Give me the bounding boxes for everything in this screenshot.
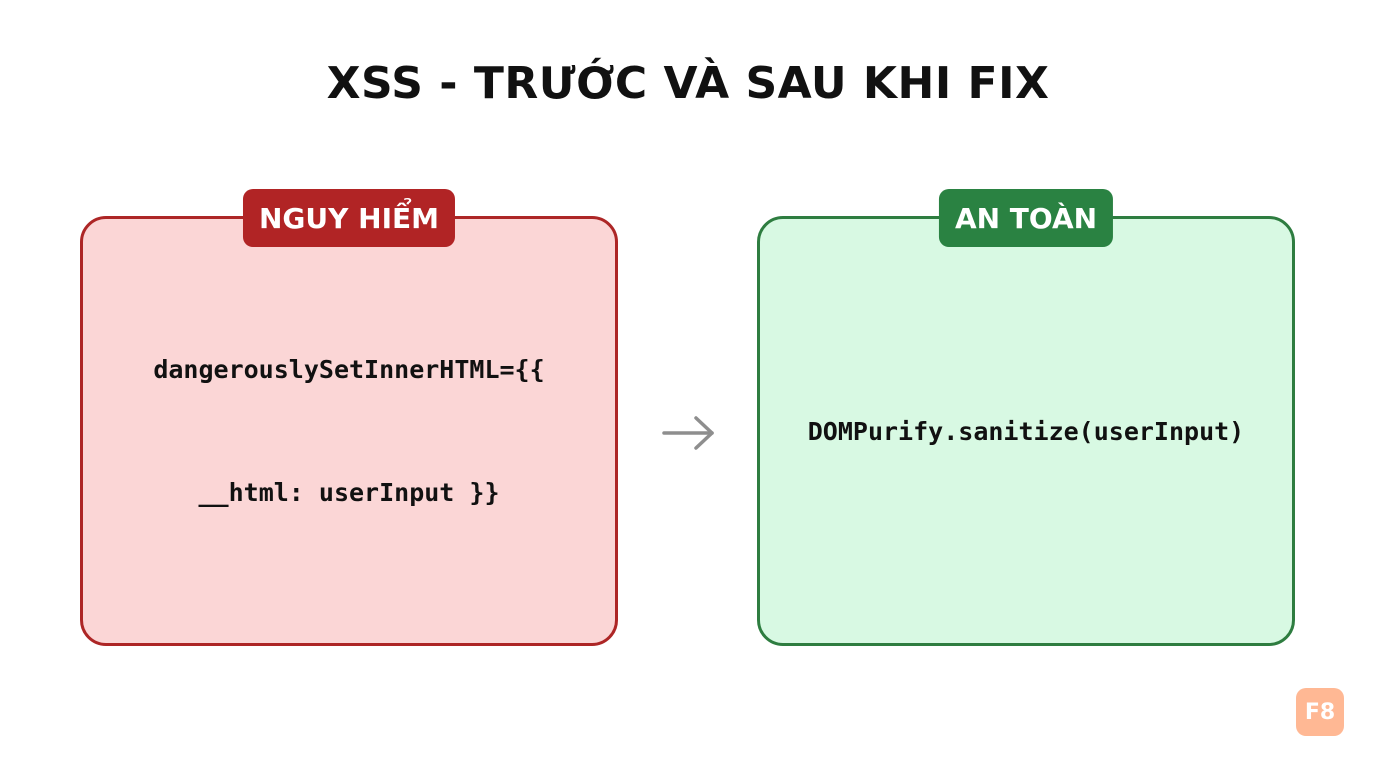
safe-badge: AN TOÀN <box>938 189 1114 247</box>
page-title: XSS - TRƯỚC VÀ SAU KHI FIX <box>326 58 1050 109</box>
arrow-right-icon <box>662 416 714 450</box>
danger-badge: NGUY HIỂM <box>242 189 456 247</box>
after-panel: AN TOÀN DOMPurify.sanitize(userInput) <box>757 189 1295 646</box>
before-code-block: dangerouslySetInnerHTML={{ __html: userI… <box>153 267 544 595</box>
after-code-line: DOMPurify.sanitize(userInput) <box>807 416 1245 446</box>
before-code-line-1: dangerouslySetInnerHTML={{ <box>153 355 545 384</box>
f8-logo: F8 <box>1296 688 1344 736</box>
before-panel: NGUY HIỂM dangerouslySetInnerHTML={{ __h… <box>80 189 618 646</box>
after-code-block: DOMPurify.sanitize(userInput) <box>808 329 1245 534</box>
before-code-line-2: __html: userInput }} <box>198 478 500 507</box>
